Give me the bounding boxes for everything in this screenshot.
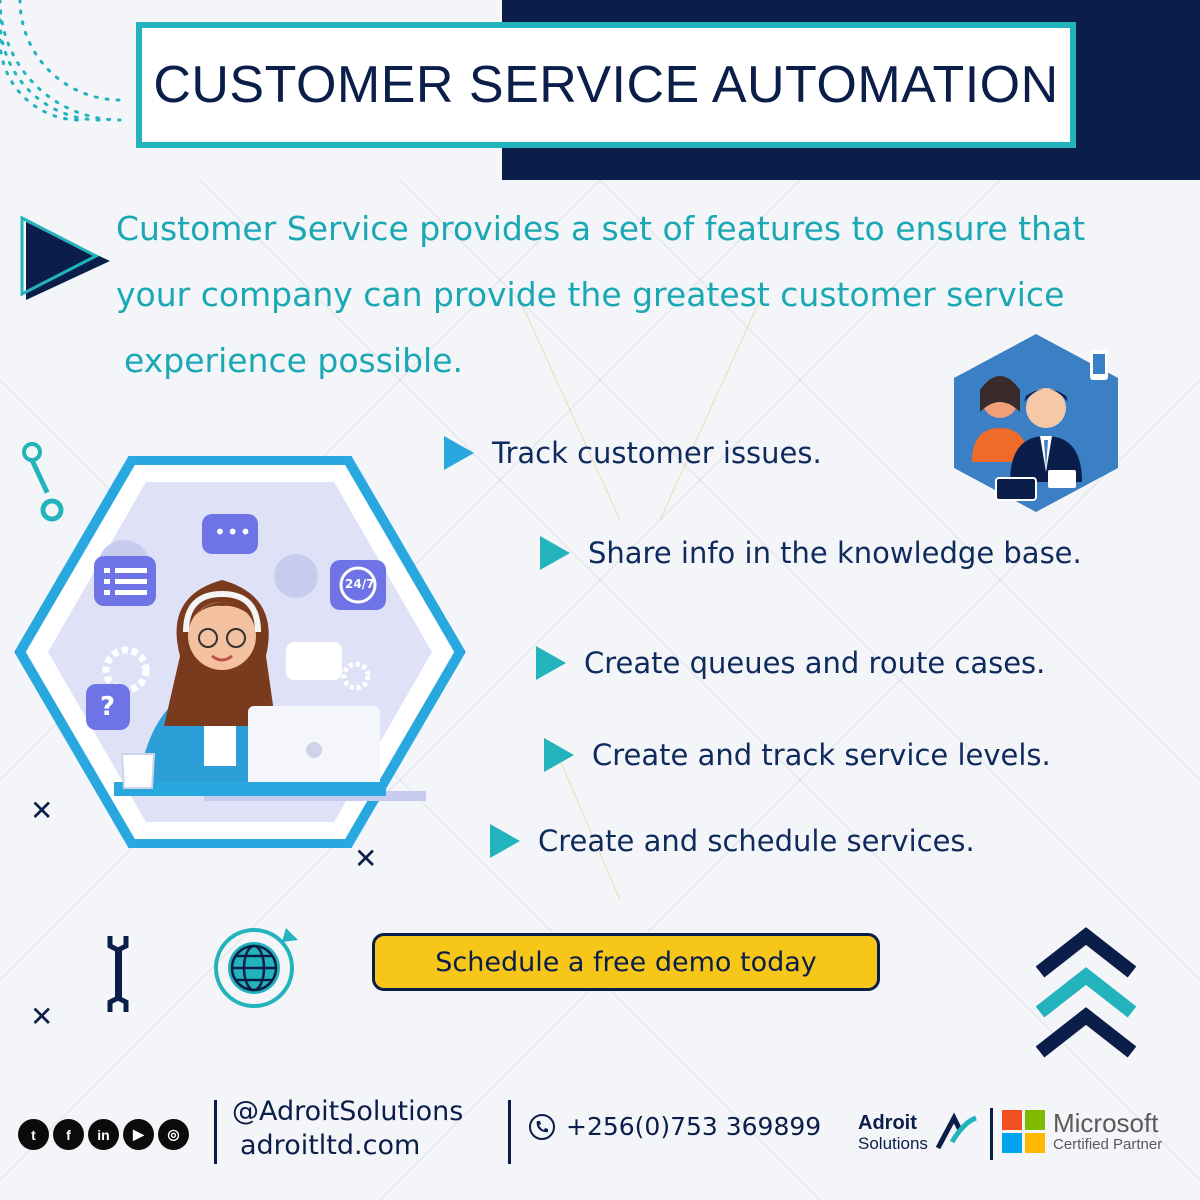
facebook-icon[interactable]: f — [53, 1119, 84, 1150]
chat-dots: ••• — [214, 520, 253, 544]
triangle-right-icon — [544, 738, 574, 772]
page-title: CUSTOMER SERVICE AUTOMATION — [153, 56, 1059, 114]
intro-line-3: experience possible. — [124, 341, 463, 380]
microsoft-partner-logo: Microsoft Certified Partner — [1002, 1110, 1162, 1153]
brand-name-top: Adroit — [858, 1112, 917, 1134]
close-icon: ✕ — [30, 794, 54, 827]
phone-number: +256(0)753 369899 — [566, 1112, 822, 1141]
close-icon: ✕ — [354, 842, 378, 875]
title-frame: CUSTOMER SERVICE AUTOMATION — [136, 22, 1076, 148]
youtube-icon[interactable]: ▶ — [123, 1119, 154, 1150]
triangle-right-icon — [536, 646, 566, 680]
divider — [990, 1108, 993, 1160]
feature-label: Create queues and route cases. — [584, 646, 1046, 680]
support-agent-illustration: ••• 24/7 ? — [14, 455, 466, 849]
intro-paragraph: Customer Service provides a set of featu… — [116, 196, 1176, 394]
feature-label: Create and track service levels. — [592, 738, 1051, 772]
feature-label: Share info in the knowledge base. — [588, 536, 1082, 570]
twitter-icon[interactable]: t — [18, 1119, 49, 1150]
play-arrow-icon — [20, 215, 110, 300]
question-mark: ? — [100, 692, 116, 722]
chevron-up-icon — [1036, 927, 1136, 1058]
divider — [214, 1100, 217, 1164]
phone-icon — [529, 1113, 555, 1140]
adroit-solutions-logo: Adroit Solutions — [852, 1104, 986, 1164]
brand-mark-icon — [935, 1112, 977, 1150]
partner-subtitle: Certified Partner — [1053, 1136, 1163, 1153]
schedule-demo-button[interactable]: Schedule a free demo today — [372, 933, 880, 991]
intro-line-1: Customer Service provides a set of featu… — [116, 209, 1086, 248]
triangle-right-icon — [540, 536, 570, 570]
wrench-icon — [22, 442, 64, 522]
instagram-icon[interactable]: ◎ — [158, 1119, 189, 1150]
feature-label: Track customer issues. — [492, 436, 822, 470]
feature-item-5: Create and schedule services. — [490, 824, 975, 858]
intro-line-2: your company can provide the greatest cu… — [116, 275, 1065, 314]
globe-refresh-icon — [214, 928, 298, 1008]
hexagon-frame — [14, 455, 466, 849]
social-handle[interactable]: @AdroitSolutions — [232, 1096, 464, 1127]
feature-item-1: Track customer issues. — [444, 436, 822, 470]
feature-item-3: Create queues and route cases. — [536, 646, 1045, 680]
linkedin-icon[interactable]: in — [88, 1119, 119, 1150]
feature-item-4: Create and track service levels. — [544, 738, 1051, 772]
microsoft-icon — [1002, 1110, 1045, 1153]
social-links: t f in ▶ ◎ — [18, 1119, 189, 1150]
availability-badge-text: 24/7 — [345, 577, 375, 591]
phone-contact[interactable]: +256(0)753 369899 — [528, 1112, 821, 1141]
divider — [508, 1100, 511, 1164]
partner-text: Microsoft Certified Partner — [1053, 1110, 1162, 1153]
feature-item-2: Share info in the knowledge base. — [540, 536, 1082, 570]
wrench-icon — [107, 936, 129, 1012]
brand-name-bottom: Solutions — [858, 1134, 928, 1153]
customer-team-icon — [954, 334, 1118, 512]
feature-label: Create and schedule services. — [538, 824, 975, 858]
title-inner: CUSTOMER SERVICE AUTOMATION — [153, 42, 1059, 128]
dotted-arcs-decoration — [0, 0, 122, 122]
partner-name: Microsoft — [1053, 1108, 1159, 1138]
website-link[interactable]: adroitltd.com — [240, 1130, 421, 1161]
triangle-right-icon — [444, 436, 474, 470]
close-icon: ✕ — [30, 1000, 54, 1033]
triangle-right-icon — [490, 824, 520, 858]
